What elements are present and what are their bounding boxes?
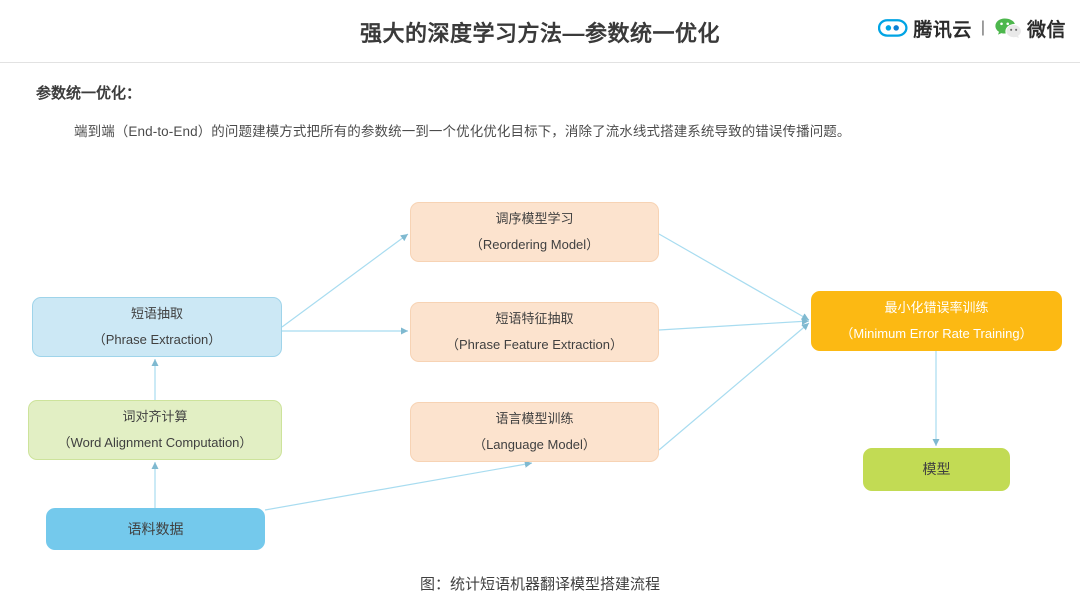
brand-name-wechat: 微信 [1026,19,1066,41]
brand-lockup: 腾讯云 | 微信 [878,12,1066,44]
section-label: 参数统一优化： [36,85,142,102]
diagram-edges [151,233,940,511]
figure-caption: 图：统计短语机器翻译模型搭建流程 [419,576,660,593]
node-model[interactable]: 模型 [863,448,1010,491]
brand-name-tencent-cloud: 腾讯云 [913,19,972,41]
node-title-en: （Minimum Error Rate Training） [840,325,1033,341]
node-title-cn: 语言模型训练 [495,410,574,426]
page-title: 强大的深度学习方法—参数统一优化 [359,21,720,46]
edge-phrase-feature-to-mert [658,317,810,331]
edge-phrase-extraction-to-reordering [281,233,409,328]
node-title-cn: 调序模型学习 [495,210,574,226]
wechat-icon [994,16,1022,40]
node-corpus-data[interactable]: 语料数据 [46,508,265,550]
tencent-cloud-icon [878,16,908,40]
flow-diagram: 短语抽取 （Phrase Extraction） 调序模型学习 （Reorder… [0,150,1080,570]
section-paragraph: 端到端（End-to-End）的问题建模方式把所有的参数统一到一个优化优化目标下… [74,124,851,139]
node-title-cn: 短语抽取 [130,305,183,321]
node-title-en: （Phrase Feature Extraction） [445,336,624,352]
node-phrase-feature-extraction[interactable]: 短语特征抽取 （Phrase Feature Extraction） [410,302,659,362]
edge-corpus-to-language-model [264,460,533,511]
node-title-en: （Word Alignment Computation） [57,434,253,450]
node-title-cn: 短语特征抽取 [495,310,574,326]
node-title-cn: 最小化错误率训练 [884,299,989,315]
brand-separator: | [980,19,985,36]
node-word-alignment[interactable]: 词对齐计算 （Word Alignment Computation） [28,400,282,460]
node-reordering-model[interactable]: 调序模型学习 （Reordering Model） [410,202,659,262]
node-phrase-extraction[interactable]: 短语抽取 （Phrase Extraction） [32,297,282,357]
node-minimum-error-rate-training[interactable]: 最小化错误率训练 （Minimum Error Rate Training） [811,291,1062,351]
node-title-en: （Language Model） [473,436,596,452]
node-title-cn: 模型 [922,461,951,478]
edge-language-model-to-mert [658,322,810,451]
slide-header: 强大的深度学习方法—参数统一优化 腾讯云 | 微信 [0,0,1080,63]
node-title-cn: 词对齐计算 [122,408,188,424]
node-title-cn: 语料数据 [127,520,184,537]
edge-reordering-to-mert [658,233,810,321]
node-language-model[interactable]: 语言模型训练 （Language Model） [410,402,659,462]
node-title-en: （Phrase Extraction） [92,331,222,347]
node-title-en: （Reordering Model） [469,236,600,252]
